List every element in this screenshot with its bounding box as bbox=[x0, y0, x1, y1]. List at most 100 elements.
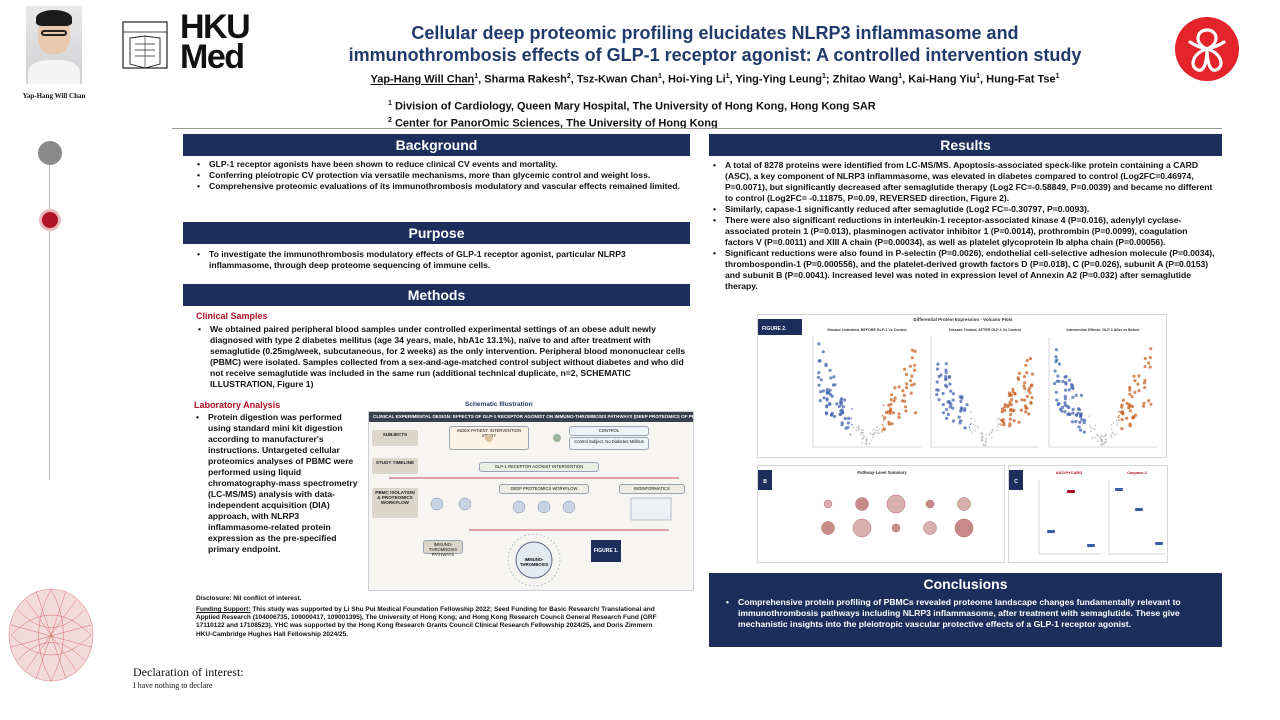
volcano-point bbox=[862, 434, 865, 437]
volcano-point bbox=[1064, 388, 1068, 392]
volcano-point bbox=[851, 408, 853, 410]
volcano-point bbox=[1055, 398, 1059, 402]
volcano-point bbox=[1128, 409, 1133, 413]
author-name: Zhitao Wang bbox=[832, 73, 899, 86]
funding-text: This study was supported by Li Shu Pui M… bbox=[196, 606, 657, 638]
volcano-point bbox=[817, 371, 821, 375]
volcano-point bbox=[959, 406, 964, 410]
clinical-samples-heading: Clinical Samples bbox=[196, 311, 268, 321]
volcano-point bbox=[840, 421, 844, 425]
volcano-point bbox=[1116, 424, 1118, 426]
volcano-point bbox=[893, 396, 897, 400]
rail-dot-grey bbox=[38, 141, 62, 165]
purpose-list: To investigate the immunothrombosis modu… bbox=[195, 249, 685, 271]
volcano-point bbox=[1009, 403, 1013, 407]
volcano-point bbox=[1137, 389, 1141, 393]
volcano-point bbox=[1148, 365, 1152, 369]
volcano-point bbox=[882, 404, 885, 407]
volcano-point bbox=[818, 359, 822, 363]
background-heading: Background bbox=[183, 134, 690, 156]
volcano-point bbox=[998, 418, 1000, 420]
schematic-control: CONTROL bbox=[569, 426, 649, 436]
volcano-point bbox=[913, 368, 917, 372]
volcano-point bbox=[882, 419, 885, 421]
volcano-point bbox=[1070, 420, 1074, 424]
volcano-point bbox=[884, 411, 889, 415]
volcano-point bbox=[981, 433, 983, 436]
volcano-point bbox=[1128, 392, 1132, 396]
volcano-point bbox=[1143, 364, 1147, 369]
volcano-point bbox=[871, 433, 874, 436]
volcano-point bbox=[858, 425, 860, 427]
volcano-point bbox=[1116, 421, 1119, 424]
author-affiliation: 1 bbox=[976, 73, 981, 80]
volcano-point bbox=[850, 417, 852, 420]
volcano-point bbox=[868, 442, 871, 445]
volcano-point bbox=[909, 379, 913, 383]
volcano-point bbox=[969, 429, 972, 431]
volcano-point bbox=[1133, 390, 1137, 394]
pathway-bubble bbox=[886, 494, 906, 514]
volcano-point bbox=[862, 437, 865, 440]
volcano-point bbox=[1057, 379, 1061, 383]
volcano-point bbox=[903, 399, 907, 403]
volcano-point bbox=[1075, 413, 1079, 417]
schematic-timeline: STUDY TIMELINE bbox=[372, 458, 418, 474]
volcano-point bbox=[1071, 386, 1075, 391]
volcano-point bbox=[948, 382, 952, 386]
volcano-point bbox=[948, 401, 952, 405]
volcano-point bbox=[1120, 411, 1124, 415]
volcano-point bbox=[1025, 358, 1029, 363]
volcano-point bbox=[901, 389, 905, 393]
volcano-point bbox=[985, 436, 987, 439]
volcano-point bbox=[944, 362, 948, 366]
volcano-point bbox=[960, 395, 964, 399]
pathway-bubble bbox=[923, 521, 937, 535]
volcano-point bbox=[1017, 420, 1021, 424]
list-item: Comprehensive proteomic evaluations of i… bbox=[195, 181, 685, 192]
list-item: Similarly, capase-1 significantly reduce… bbox=[711, 204, 1216, 215]
author-name: Sharma Rakesh bbox=[484, 73, 567, 86]
volcano-point bbox=[937, 398, 941, 402]
volcano-point bbox=[944, 368, 948, 372]
volcano-point bbox=[980, 437, 983, 439]
pathway-bubble bbox=[925, 499, 935, 509]
volcano-point bbox=[882, 427, 886, 431]
volcano-point bbox=[851, 423, 853, 426]
presenter-name: Yap-Hang Will Chan bbox=[22, 92, 86, 100]
volcano-point bbox=[913, 349, 917, 353]
volcano-point bbox=[881, 431, 883, 433]
volcano-point bbox=[852, 426, 855, 429]
disclosure: Disclosure: Nil conflict of interest. bbox=[196, 595, 302, 602]
volcano-point bbox=[1082, 430, 1086, 434]
volcano-point bbox=[997, 423, 1000, 426]
volcano-point bbox=[1104, 434, 1107, 437]
volcano-point bbox=[819, 390, 823, 394]
funding-statement: Funding Support: This study was supporte… bbox=[196, 606, 666, 639]
volcano-point bbox=[935, 393, 939, 397]
author-affiliation: 1 bbox=[474, 73, 479, 80]
volcano-point bbox=[957, 415, 961, 419]
volcano-point bbox=[1133, 379, 1137, 383]
volcano-title: Disease Untreated, BEFORE GLP-1 Vs Contr… bbox=[827, 328, 906, 332]
affiliation-1: 1 Division of Cardiology, Queen Mary Hos… bbox=[388, 100, 876, 113]
volcano-point bbox=[1110, 436, 1113, 439]
author-name: Yap-Hang Will Chan bbox=[370, 73, 475, 86]
rail-dot-red bbox=[42, 212, 58, 228]
volcano-point bbox=[1027, 388, 1031, 393]
panel-b-letter: B bbox=[763, 479, 767, 485]
volcano-point bbox=[1008, 417, 1012, 421]
volcano-point bbox=[1105, 441, 1108, 443]
clinical-samples-list: We obtained paired peripheral blood samp… bbox=[196, 324, 686, 390]
volcano-point bbox=[985, 444, 987, 446]
volcano-point bbox=[1132, 374, 1136, 378]
volcano-point bbox=[1019, 408, 1023, 412]
volcano-point bbox=[999, 423, 1002, 426]
red-ribbon-logo bbox=[1175, 17, 1239, 81]
volcano-point bbox=[1136, 382, 1140, 386]
author-name: Hung-Fat Tse bbox=[986, 73, 1056, 86]
volcano-point bbox=[825, 391, 829, 395]
volcano-point bbox=[1142, 401, 1146, 405]
volcano-point bbox=[1014, 399, 1018, 404]
volcano-point bbox=[837, 404, 841, 409]
